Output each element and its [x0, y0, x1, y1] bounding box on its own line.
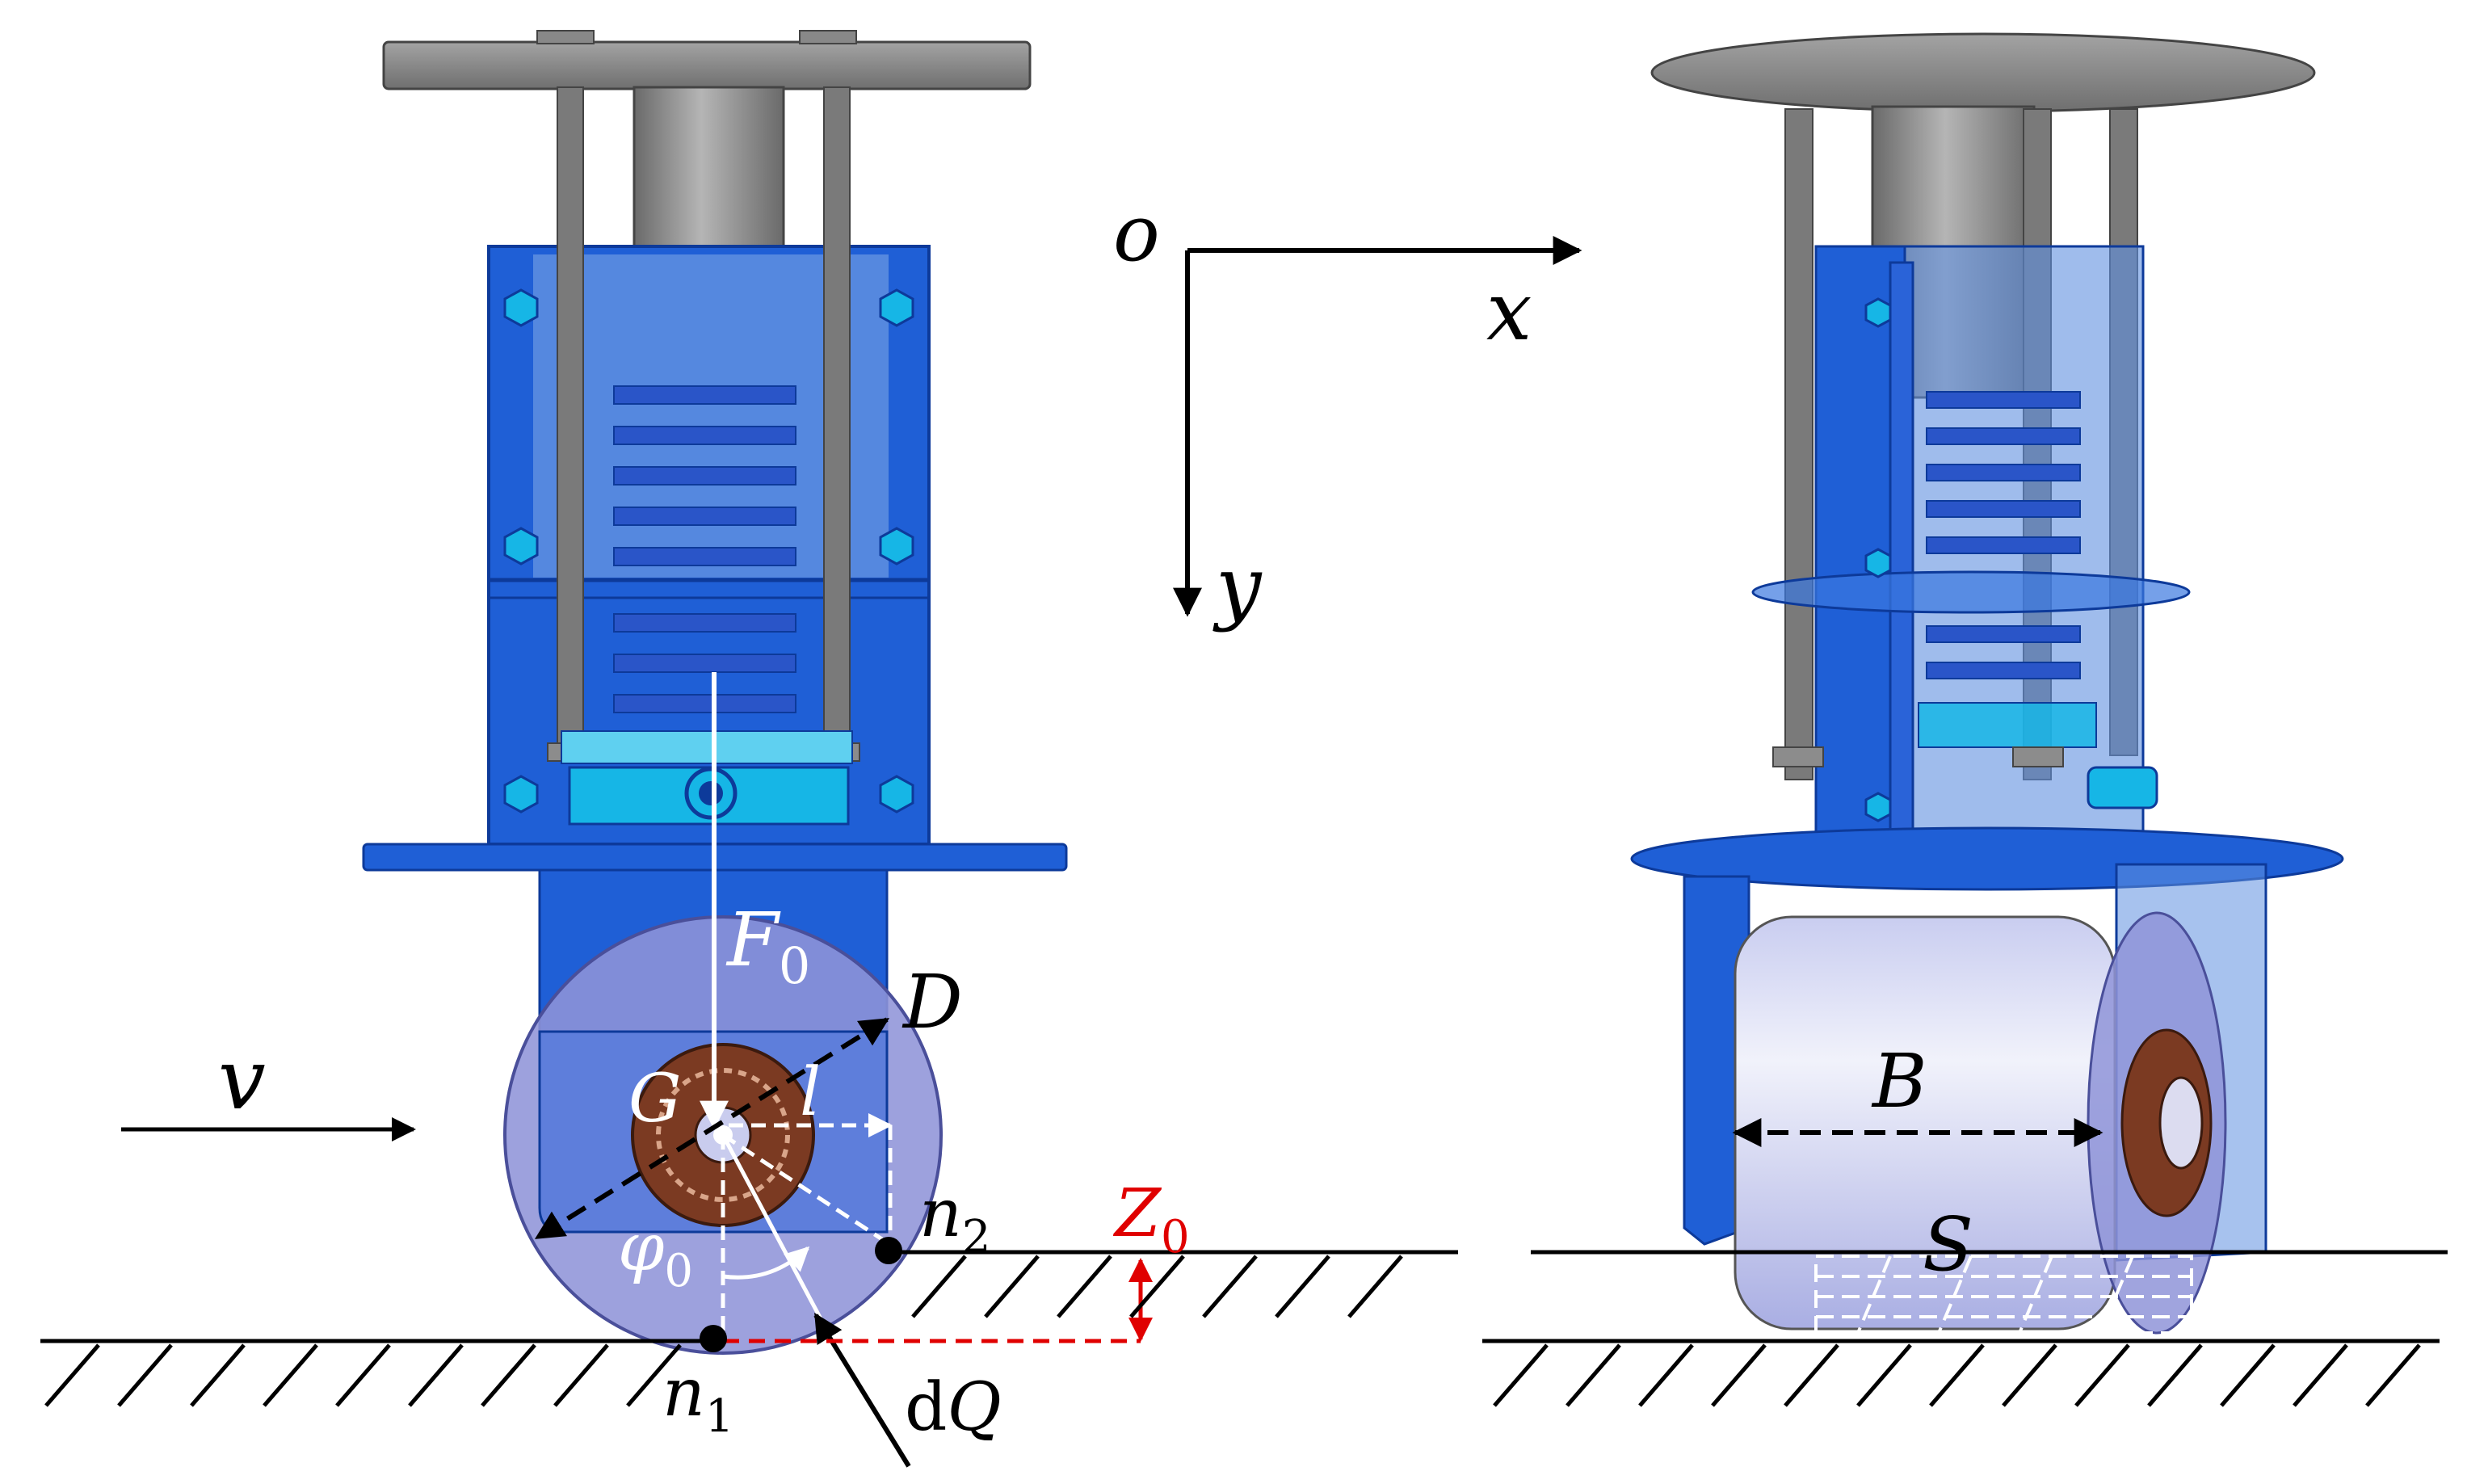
hub-axle [2158, 1076, 2204, 1170]
contact-node-n1 [700, 1325, 727, 1352]
label-origin: o [1113, 188, 1160, 279]
angle-arc [722, 1246, 810, 1280]
label-velocity: v [218, 1030, 266, 1129]
contact-patch [1814, 1255, 2193, 1335]
coil-spring [613, 385, 796, 713]
hex-bolt-icon [1864, 792, 1892, 822]
right-terrain [1482, 1250, 2448, 1407]
label-y-axis: y [1212, 539, 1263, 633]
label-node-n1: n1 [662, 1355, 733, 1443]
hex-bolt-icon [879, 527, 914, 565]
cyan-fitting [2087, 766, 2158, 809]
left-terrain [40, 1250, 1458, 1407]
guide-rod [557, 86, 584, 750]
hex-bolt-icon [1864, 548, 1892, 578]
hex-bolt-icon [503, 288, 539, 327]
label-angle: φ0 [618, 1209, 693, 1297]
hex-bolt-icon [503, 775, 539, 813]
label-width: B [1871, 1038, 1927, 1125]
label-node-n2: n2 [919, 1175, 990, 1263]
radius-n2 [721, 1133, 889, 1245]
cyan-collar [1918, 702, 2097, 748]
label-diameter: D [901, 959, 963, 1045]
label-center: G [628, 1061, 682, 1137]
label-dq: dQ [905, 1369, 1002, 1446]
hex-bolt-icon [879, 775, 914, 813]
label-force: F0 [725, 897, 810, 995]
housing-rib [1889, 261, 1914, 858]
cyan-collar [561, 730, 853, 764]
fork-plate [1683, 875, 1750, 1246]
hatch-marks [44, 1255, 1403, 1407]
dq-arrow [813, 1312, 911, 1468]
rod-nut [2012, 746, 2064, 767]
label-area: S [1923, 1201, 1973, 1288]
left-annotations [121, 672, 1153, 1468]
hex-bolt-icon [1864, 297, 1892, 328]
normal-line [721, 1133, 826, 1326]
top-plate-bolt [536, 30, 595, 44]
hex-bolt-icon [503, 527, 539, 565]
coil-spring [1926, 391, 2081, 679]
diameter-arrow [534, 1017, 890, 1240]
hex-bolt-icon [879, 288, 914, 327]
mid-ring [1751, 570, 2191, 614]
label-x-axis: x [1486, 264, 1532, 359]
bearing-icon [699, 781, 723, 805]
top-plate [1650, 32, 2316, 113]
label-sinkage: Z0 [1112, 1175, 1190, 1263]
right-wheel-assembly [1630, 32, 2344, 1335]
top-plate-bolt [799, 30, 857, 44]
guide-rod [1784, 108, 1813, 780]
hatch-marks [1493, 1343, 2421, 1407]
guide-rod [823, 86, 851, 750]
coordinate-axes [1173, 236, 1582, 617]
top-plate [382, 40, 1032, 90]
label-lever: l [800, 1054, 821, 1131]
rod-nut [1772, 746, 1824, 767]
